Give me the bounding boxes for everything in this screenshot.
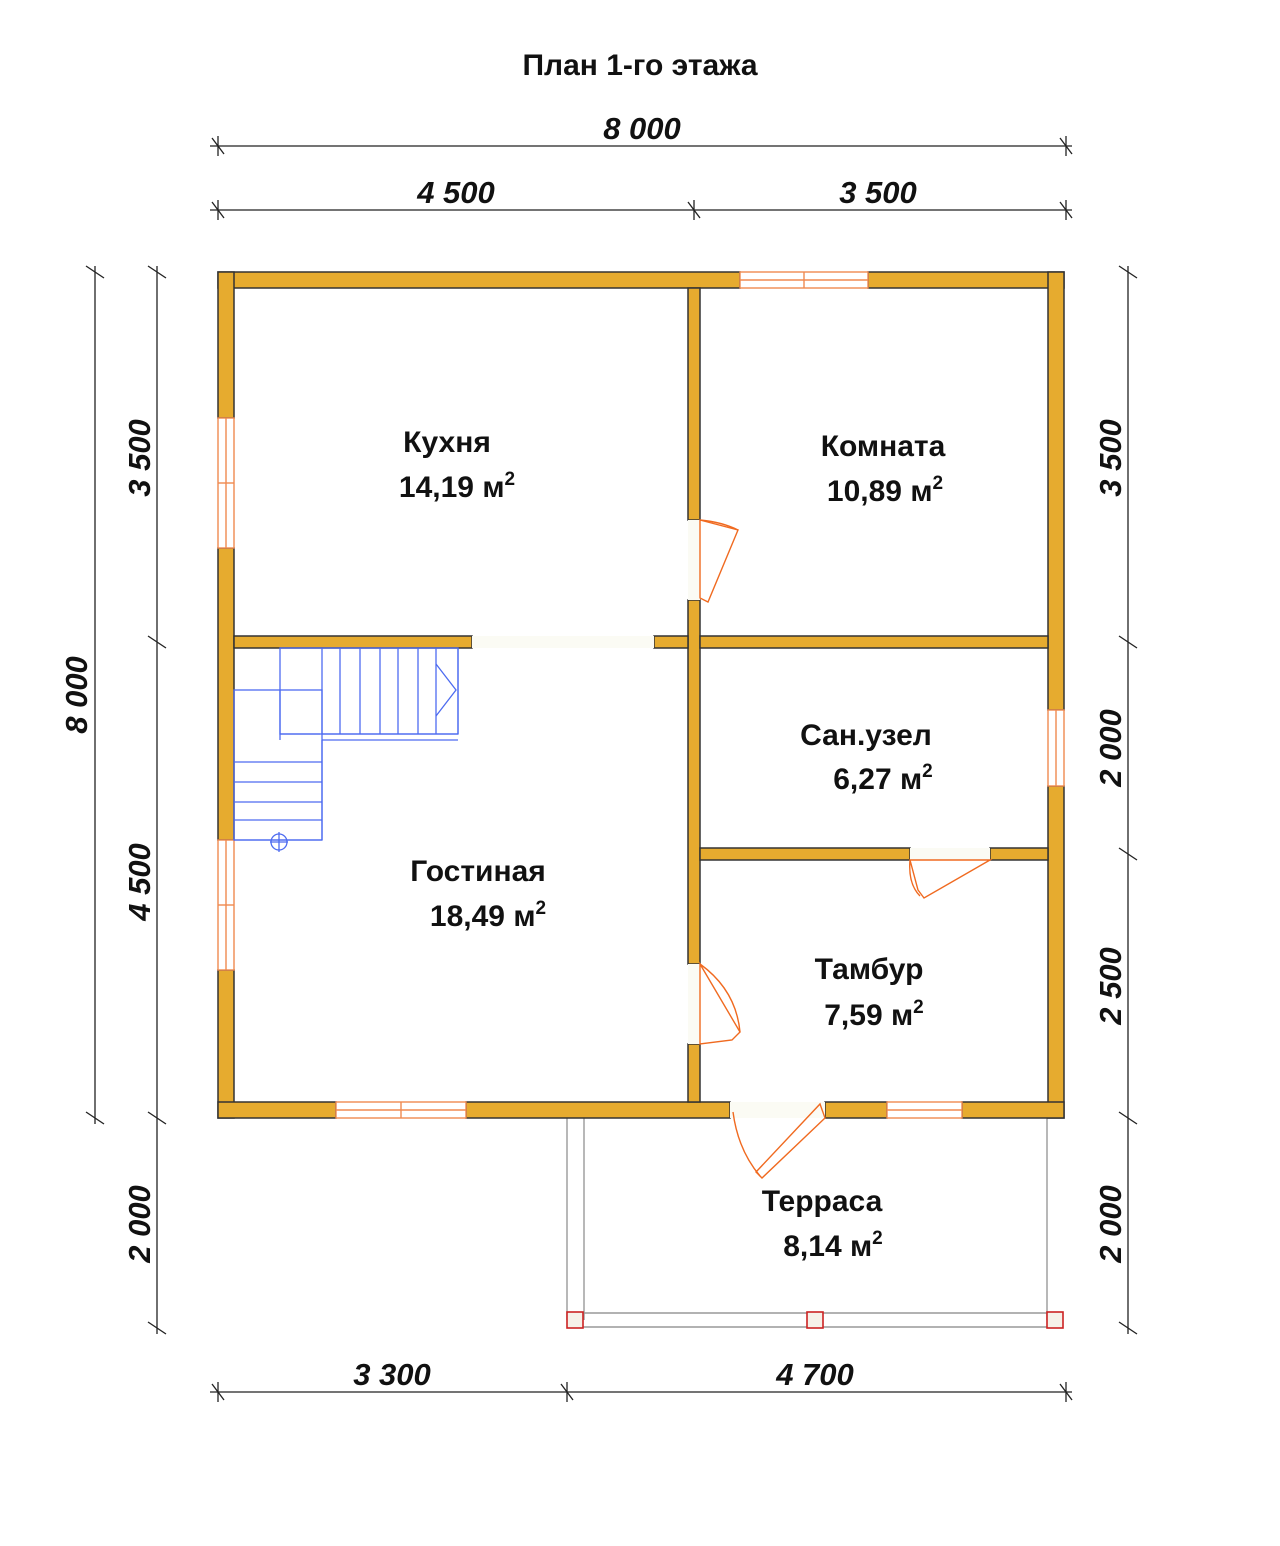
room-area-bathroom: 6,27 м2 <box>833 761 933 796</box>
door-bath-vestibule <box>909 848 993 899</box>
room-name-vestibule: Тамбур <box>815 953 924 986</box>
room-area-terrace: 8,14 м2 <box>783 1228 883 1263</box>
dim-bottom-left: 3 300 <box>353 1357 431 1392</box>
dim-top-left: 4 500 <box>416 175 495 210</box>
right-dimension-lines <box>1118 265 1138 1335</box>
left-dimension-lines <box>85 265 167 1335</box>
room-area-bedroom: 10,89 м2 <box>827 473 943 508</box>
dim-left-terrace: 2 000 <box>122 1185 157 1264</box>
terrace-post-left <box>566 1311 584 1329</box>
top-dimension-lines <box>210 136 1073 220</box>
room-area-kitchen: 14,19 м2 <box>399 469 515 504</box>
room-name-kitchen: Кухня <box>403 426 491 459</box>
window-left-living <box>217 839 235 971</box>
walls <box>217 271 1065 1119</box>
window-left-kitchen <box>217 417 235 549</box>
door-living-vestibule <box>688 961 741 1045</box>
room-name-bedroom: Комната <box>821 430 946 463</box>
door-entrance-terrace <box>730 1102 826 1179</box>
dim-left-lower: 4 500 <box>122 843 157 922</box>
room-name-terrace: Терраса <box>762 1185 883 1218</box>
dim-bottom-right: 4 700 <box>775 1357 854 1392</box>
staircase <box>233 647 459 852</box>
dim-top-total: 8 000 <box>603 111 681 146</box>
dim-top-right: 3 500 <box>839 175 917 210</box>
dim-right-mid: 2 000 <box>1093 709 1128 788</box>
dim-left-upper: 3 500 <box>122 419 157 497</box>
dim-right-lower: 2 500 <box>1093 947 1128 1026</box>
terrace-post-right <box>1046 1311 1064 1329</box>
bottom-dimension-lines <box>210 1382 1073 1402</box>
dim-left-total: 8 000 <box>59 656 94 734</box>
window-bottom-living <box>335 1101 467 1119</box>
terrace-outline <box>566 1118 1048 1328</box>
plan-title: План 1-го этажа <box>522 49 757 82</box>
window-top-room <box>739 271 869 289</box>
room-area-living: 18,49 м2 <box>430 898 546 933</box>
window-bottom-vestibule <box>886 1101 963 1119</box>
door-kitchen-room <box>688 519 739 603</box>
openings <box>472 636 654 648</box>
room-area-vestibule: 7,59 м2 <box>824 997 924 1032</box>
window-right-bath <box>1047 709 1065 787</box>
room-name-living: Гостиная <box>410 855 546 888</box>
dim-right-upper: 3 500 <box>1093 419 1128 497</box>
dim-right-terrace: 2 000 <box>1093 1185 1128 1264</box>
room-name-bathroom: Сан.узел <box>800 719 932 752</box>
terrace-post-middle <box>806 1311 824 1329</box>
